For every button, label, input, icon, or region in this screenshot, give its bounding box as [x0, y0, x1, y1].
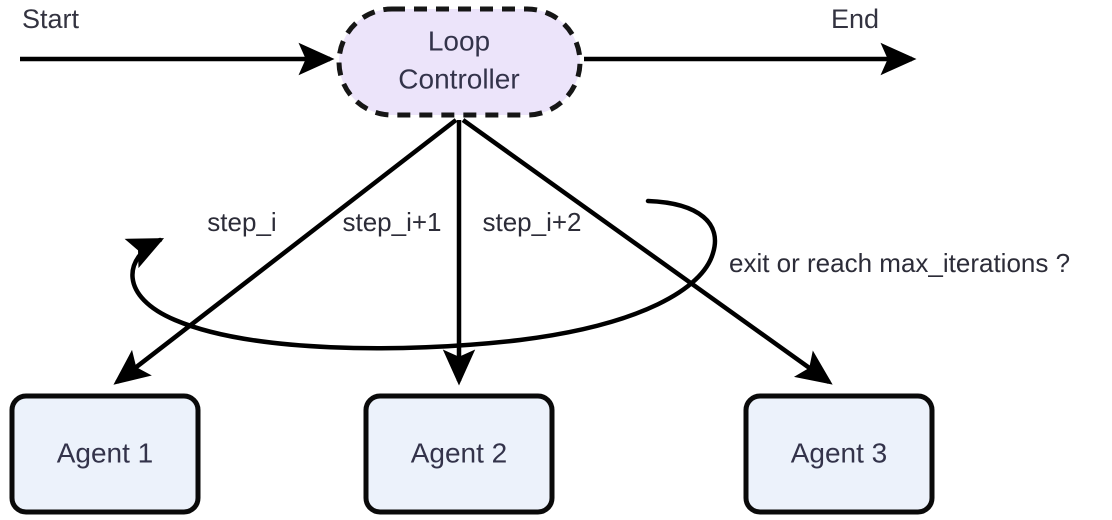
- agent-2-label: Agent 2: [411, 437, 508, 468]
- loop-controller-label-line-2: Controller: [398, 63, 519, 94]
- edge-label-step-i-plus-2: step_i+2: [482, 207, 581, 237]
- edge-label-step-i: step_i: [207, 207, 276, 237]
- agent-3-label: Agent 3: [791, 437, 888, 468]
- loop-controller-label-line-1: Loop: [428, 25, 490, 56]
- agent-1-label: Agent 1: [57, 437, 154, 468]
- node-agent-2[interactable]: [363, 393, 555, 515]
- node-agent-1[interactable]: [9, 393, 201, 515]
- edge-label-step-i-plus-1: step_i+1: [342, 207, 441, 237]
- edge-feedback-loop: [124, 198, 718, 351]
- end-label: End: [831, 4, 879, 34]
- edge-label-feedback-condition: exit or reach max_iterations ?: [729, 248, 1070, 278]
- edge-controller-to-agent-1: [113, 118, 458, 385]
- start-label: Start: [22, 4, 80, 34]
- node-agent-3[interactable]: [743, 393, 935, 515]
- edge-controller-to-agent-3: [461, 118, 833, 385]
- node-loop-controller[interactable]: [336, 6, 583, 118]
